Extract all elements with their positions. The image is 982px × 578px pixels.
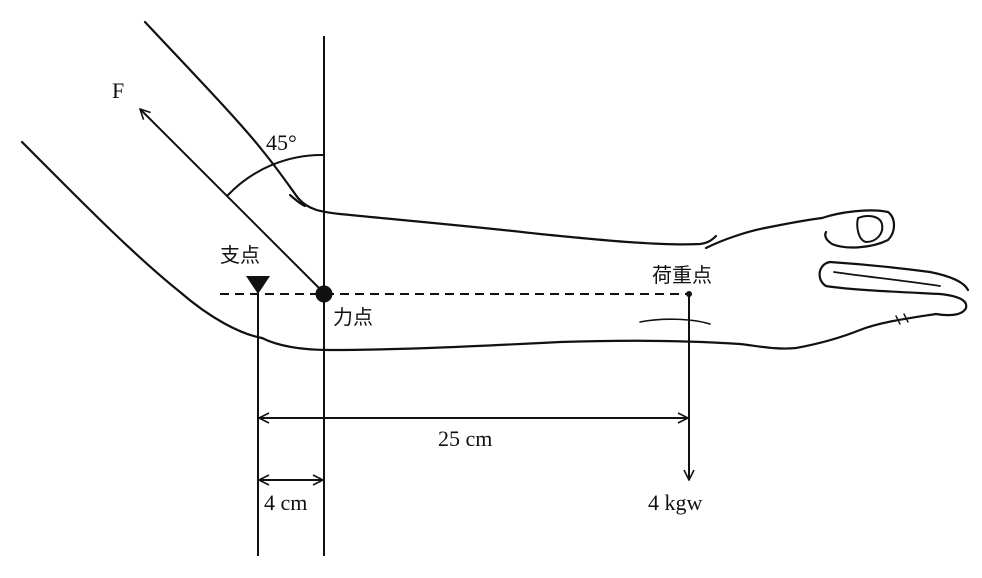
upper-arm-bottom-contour xyxy=(20,140,264,340)
hand-back-contour xyxy=(704,216,824,250)
finger-tips xyxy=(818,260,968,317)
long-distance-label: 25 cm xyxy=(438,426,492,451)
thumbnail xyxy=(856,215,884,243)
angle-label: 45° xyxy=(266,130,297,155)
forearm-bottom-contour xyxy=(260,336,742,352)
thumb xyxy=(820,209,896,249)
finger-inner-line xyxy=(833,271,941,287)
fulcrum-marker xyxy=(246,276,270,294)
upper-arm-top-contour xyxy=(143,20,300,200)
load-point-label: 荷重点 xyxy=(652,263,712,287)
forearm-top-contour xyxy=(296,196,718,246)
arm-outline xyxy=(20,20,970,352)
palm-bottom-contour xyxy=(738,312,938,350)
short-distance-label: 4 cm xyxy=(264,490,307,515)
effort-point-label: 力点 xyxy=(333,305,373,329)
load-weight-label: 4 kgw xyxy=(648,490,703,515)
angle-arc xyxy=(227,153,325,196)
finger-crease-mark xyxy=(895,313,909,325)
skin-fold xyxy=(639,318,711,325)
force-arrow xyxy=(140,109,325,294)
effort-point-dot xyxy=(315,285,333,303)
force-label: F xyxy=(112,78,124,103)
elbow-crease xyxy=(288,193,307,208)
index-finger xyxy=(828,260,970,292)
fulcrum-label: 支点 xyxy=(220,243,260,267)
load-point-dot xyxy=(686,291,692,297)
